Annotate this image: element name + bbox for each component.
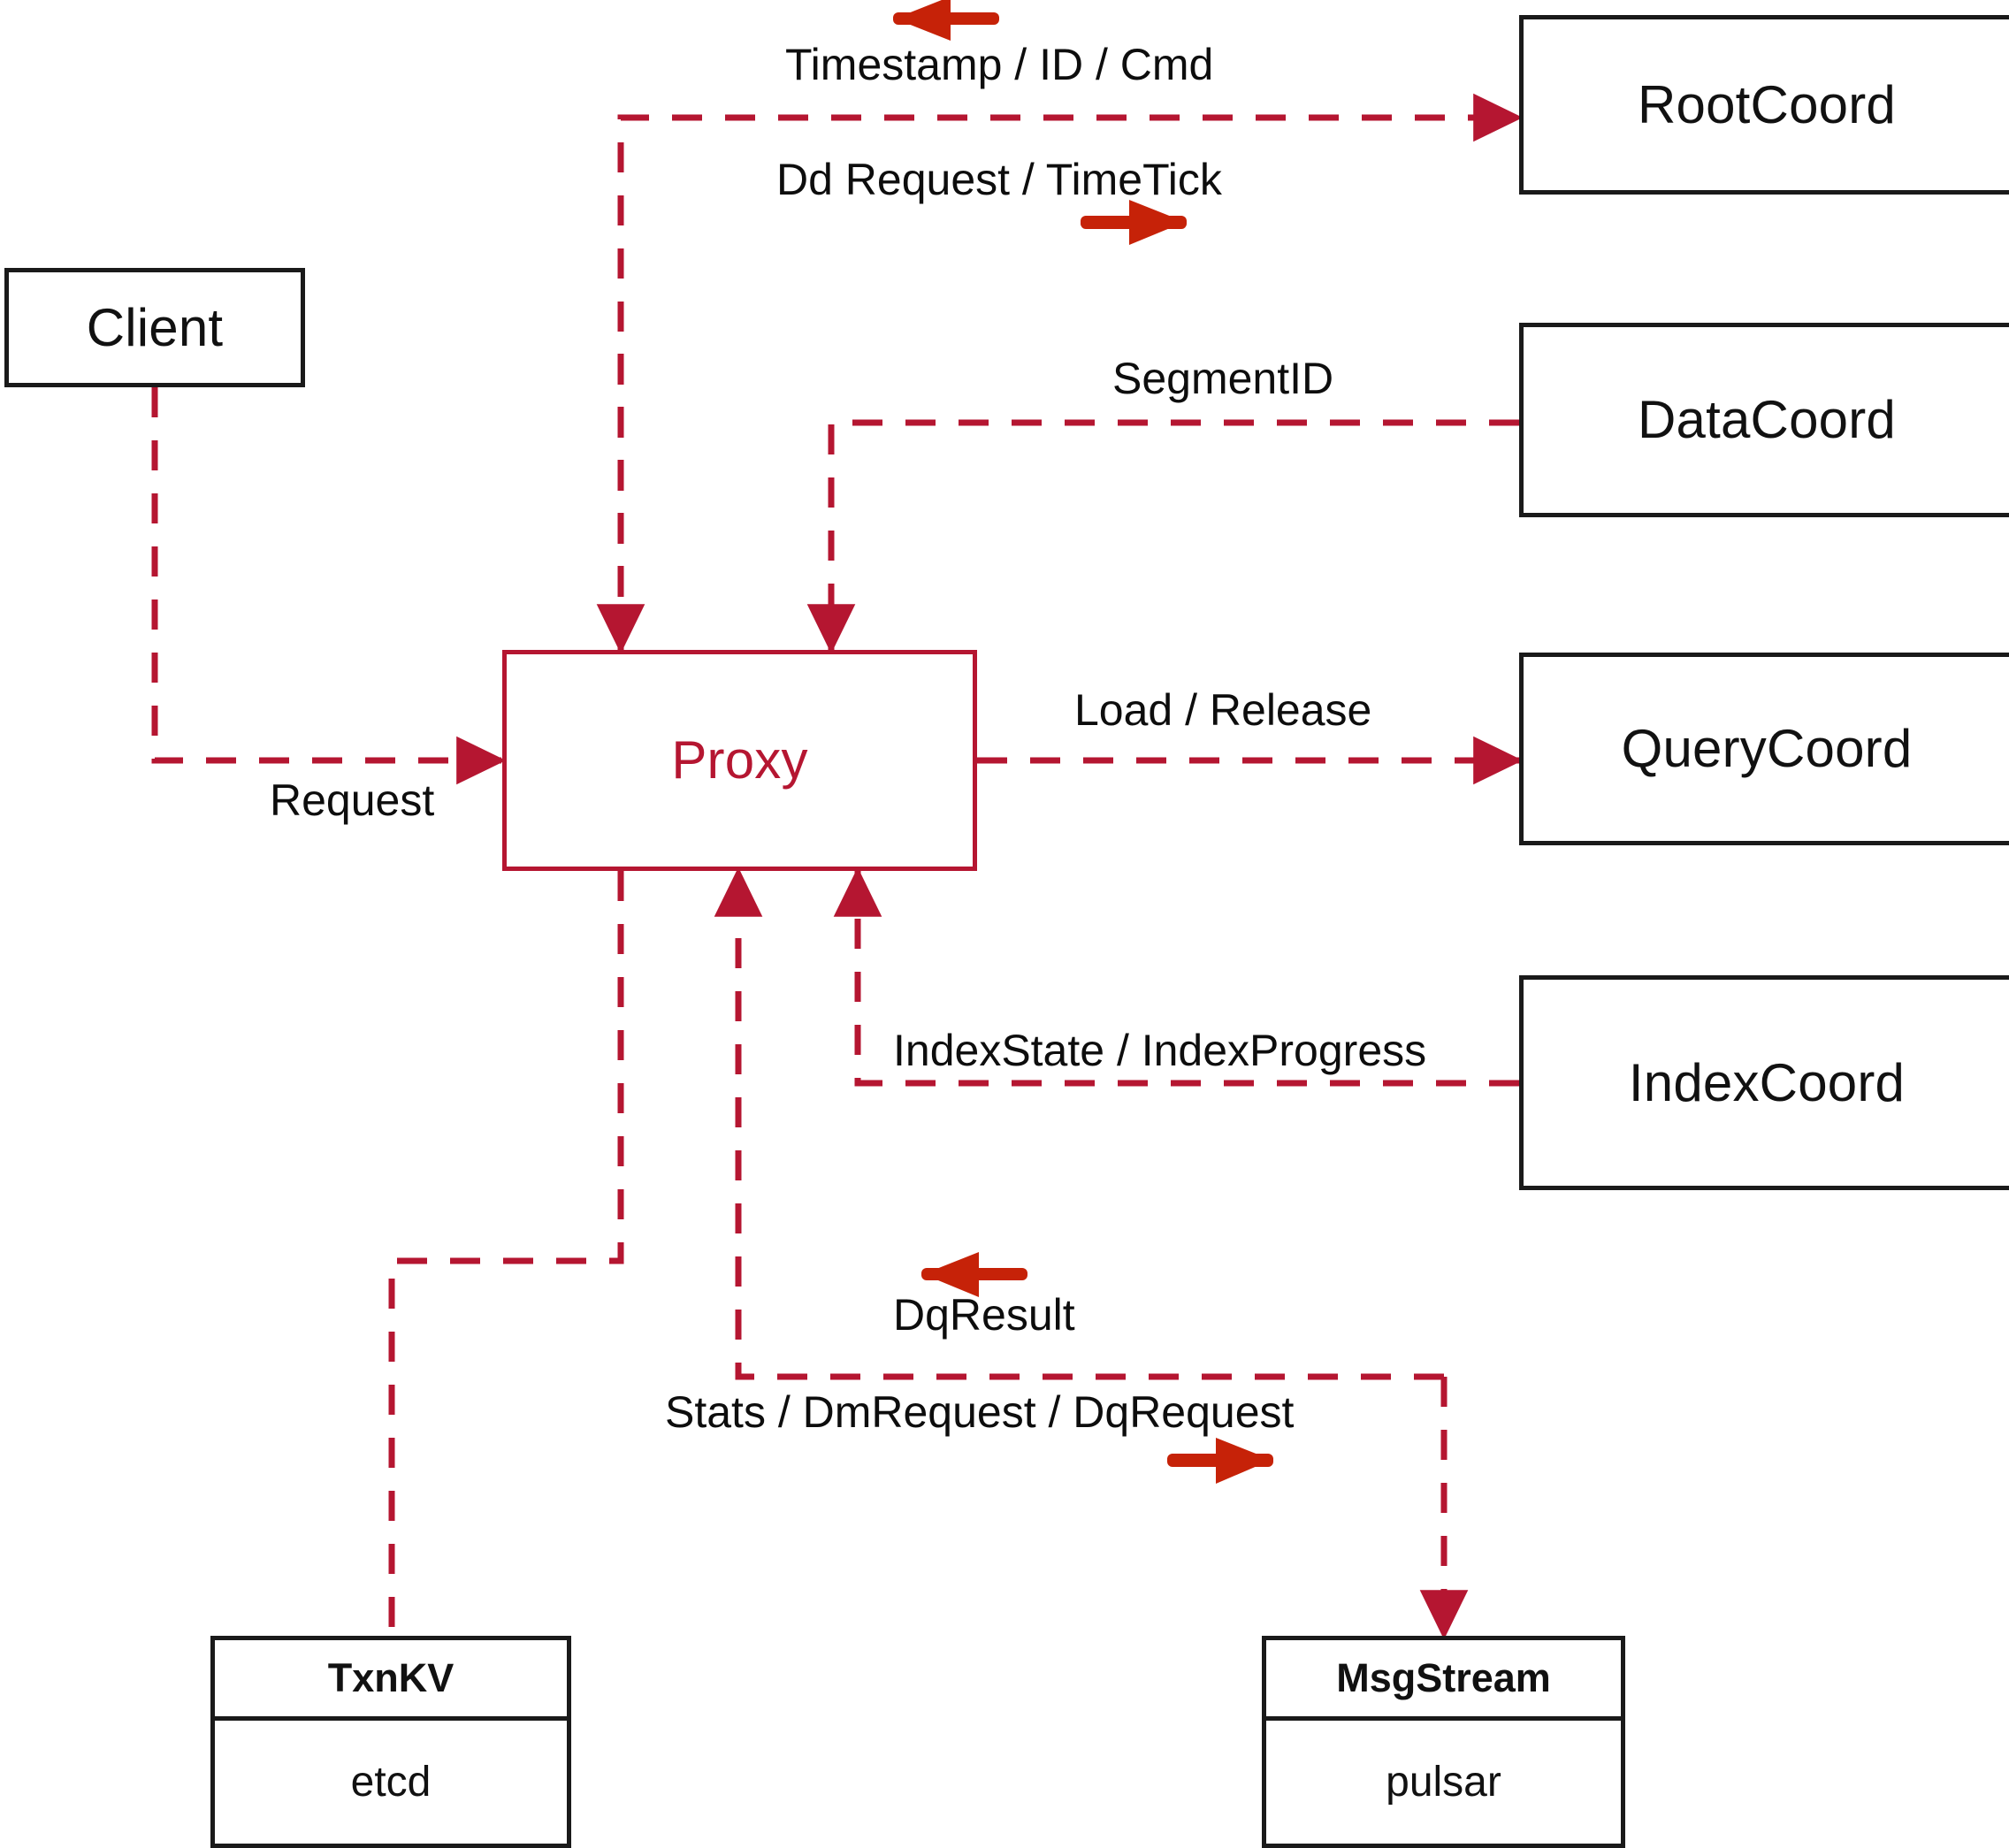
- direction-glyphs: [893, 0, 1273, 1484]
- node-txnkv-body: etcd: [350, 1759, 432, 1806]
- arrow-glyph-left-timestamp: [893, 0, 999, 41]
- edge-label-index-state-progress: IndexState / IndexProgress: [893, 1026, 1427, 1075]
- node-querycoord-label: QueryCoord: [1621, 719, 1913, 778]
- edge-label-request: Request: [270, 775, 435, 825]
- edge-label-dd-request-timetick: Dd Request / TimeTick: [776, 155, 1222, 204]
- wire-msgstream-to-proxy: [714, 867, 1444, 1380]
- node-rootcoord[interactable]: RootCoord: [1519, 15, 2009, 195]
- edge-label-segment-id: SegmentID: [1112, 354, 1334, 403]
- node-txnkv-header: TxnKV: [215, 1640, 567, 1721]
- arrow-glyph-left-dqresult: [921, 1252, 1027, 1297]
- arrow-glyph-right-dmrequest: [1167, 1438, 1273, 1484]
- wire-datacoord-to-proxy: [806, 419, 1519, 654]
- wire-proxy-to-txnkv: [388, 871, 624, 1636]
- node-msgstream-body: pulsar: [1386, 1759, 1501, 1806]
- edge-label-timestamp-id-cmd: Timestamp / ID / Cmd: [785, 40, 1214, 89]
- node-datacoord[interactable]: DataCoord: [1519, 323, 2009, 517]
- node-client-label: Client: [86, 297, 224, 357]
- node-indexcoord[interactable]: IndexCoord: [1519, 975, 2009, 1190]
- wire-indexcoord-to-proxy: [833, 867, 1519, 1087]
- node-querycoord[interactable]: QueryCoord: [1519, 653, 2009, 845]
- node-rootcoord-label: RootCoord: [1638, 74, 1896, 134]
- edge-label-stats-dm-dq-request: Stats / DmRequest / DqRequest: [665, 1387, 1295, 1437]
- node-proxy[interactable]: Proxy: [502, 650, 977, 871]
- edge-label-dq-result: DqResult: [893, 1290, 1075, 1340]
- node-proxy-label: Proxy: [671, 730, 808, 790]
- node-msgstream[interactable]: MsgStream pulsar: [1262, 1636, 1625, 1848]
- node-msgstream-header: MsgStream: [1266, 1640, 1621, 1721]
- node-datacoord-label: DataCoord: [1638, 390, 1896, 449]
- arrow-glyph-right-ddrequest: [1081, 200, 1187, 245]
- node-client[interactable]: Client: [4, 268, 305, 387]
- wire-client-to-proxy: [151, 387, 507, 785]
- node-indexcoord-label: IndexCoord: [1628, 1052, 1906, 1112]
- node-txnkv[interactable]: TxnKV etcd: [210, 1636, 571, 1848]
- edge-label-load-release: Load / Release: [1074, 685, 1372, 735]
